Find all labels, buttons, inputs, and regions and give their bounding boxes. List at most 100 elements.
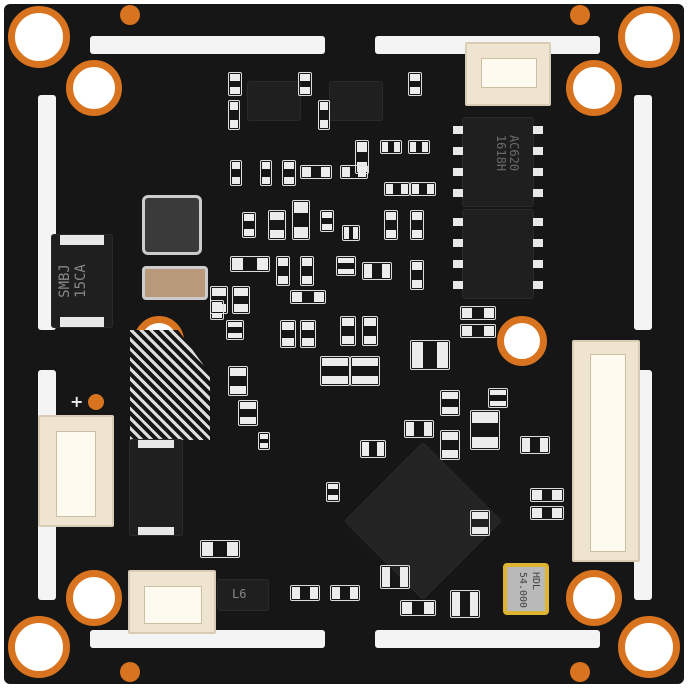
polarity-label: + xyxy=(70,392,84,411)
transistor-marking: L6 xyxy=(232,587,247,601)
capacitor xyxy=(142,266,208,300)
smd-component xyxy=(320,356,350,386)
board-slot xyxy=(90,630,325,648)
smd-component xyxy=(362,316,378,346)
diode-marking: SMBJ 15CA xyxy=(56,264,89,298)
ic-lead xyxy=(453,168,463,176)
smd-component xyxy=(242,212,256,238)
smd-component xyxy=(232,286,250,314)
transistor-sot23: L6 xyxy=(218,580,268,610)
ic-sot xyxy=(248,82,300,120)
smd-component xyxy=(410,260,424,290)
ic-lead xyxy=(533,147,543,155)
copper-pad xyxy=(570,662,590,682)
smd-component xyxy=(330,585,360,601)
smd-component xyxy=(460,306,496,320)
smd-component xyxy=(298,72,312,96)
smd-component xyxy=(410,340,450,370)
ic-sop8 xyxy=(453,210,543,298)
smd-component xyxy=(362,262,392,280)
smd-component xyxy=(440,390,460,416)
smd-component xyxy=(280,320,296,348)
smd-component xyxy=(230,256,270,272)
ic-lead xyxy=(453,126,463,134)
smd-component xyxy=(470,410,500,450)
smd-component xyxy=(300,256,314,286)
smd-component xyxy=(410,210,424,240)
mounting-hole xyxy=(8,6,70,68)
mounting-hole xyxy=(66,60,122,116)
smd-component xyxy=(238,400,258,426)
smd-component xyxy=(400,600,436,616)
smd-component xyxy=(336,256,356,276)
smd-component xyxy=(228,72,242,96)
smd-component xyxy=(226,320,244,340)
chip-marking: AC620 1618H xyxy=(494,134,522,172)
smd-component xyxy=(282,160,296,186)
inductor xyxy=(142,195,202,255)
board-slot xyxy=(38,95,56,330)
smd-component xyxy=(450,590,480,618)
smd-component xyxy=(530,488,564,502)
smd-component xyxy=(410,182,436,196)
ic-lead xyxy=(453,281,463,289)
smd-component xyxy=(350,356,380,386)
mounting-hole xyxy=(66,570,122,626)
ic-lead xyxy=(453,239,463,247)
smd-component xyxy=(384,210,398,240)
mounting-hole xyxy=(566,570,622,626)
smd-component xyxy=(276,256,290,286)
ic-lead xyxy=(533,126,543,134)
smd-component xyxy=(318,100,330,130)
connector-3pin-left xyxy=(38,415,114,527)
board-slot xyxy=(375,630,600,648)
smd-component xyxy=(408,140,430,154)
smd-component xyxy=(210,300,224,320)
smd-component xyxy=(340,316,356,346)
smd-component xyxy=(440,430,460,460)
connector-7pin-right xyxy=(572,340,640,562)
smd-component xyxy=(380,140,402,154)
ic-sot xyxy=(330,82,382,120)
smd-component xyxy=(292,200,310,240)
smd-component xyxy=(340,165,368,179)
smd-component xyxy=(470,510,490,536)
mounting-hole xyxy=(497,316,547,366)
smd-component xyxy=(230,160,242,186)
connector-2pin-bottom xyxy=(128,570,216,634)
copper-pad xyxy=(120,5,140,25)
smd-component xyxy=(520,436,550,454)
smd-component xyxy=(290,290,326,304)
smd-component xyxy=(260,160,272,186)
tvs-diode: SMBJ 15CA xyxy=(52,235,112,327)
smd-component xyxy=(404,420,434,438)
ic-lead xyxy=(453,218,463,226)
smd-component xyxy=(342,225,360,241)
mounting-hole xyxy=(618,6,680,68)
ic-lead xyxy=(453,189,463,197)
copper-pad xyxy=(88,394,104,410)
smd-component xyxy=(290,585,320,601)
crystal-marking: HDL 54.000 xyxy=(517,571,542,609)
crystal-oscillator: HDL 54.000 xyxy=(503,563,549,615)
smd-component xyxy=(320,210,334,232)
smd-component xyxy=(228,366,248,396)
board-slot xyxy=(634,95,652,330)
smd-component xyxy=(380,565,410,589)
ic-lead xyxy=(533,168,543,176)
mounting-hole xyxy=(8,616,70,678)
ic-sop8: AC620 1618H xyxy=(453,118,543,206)
mounting-hole xyxy=(566,60,622,116)
ic-lead xyxy=(533,189,543,197)
smd-component xyxy=(300,165,332,179)
smd-component xyxy=(360,440,386,458)
smd-component xyxy=(530,506,564,520)
connector-2pin-top xyxy=(465,42,551,106)
ic-lead xyxy=(533,281,543,289)
ic-lead xyxy=(533,239,543,247)
smd-component xyxy=(326,482,340,502)
ic-lead xyxy=(453,147,463,155)
smd-component xyxy=(408,72,422,96)
ic-lead xyxy=(533,218,543,226)
